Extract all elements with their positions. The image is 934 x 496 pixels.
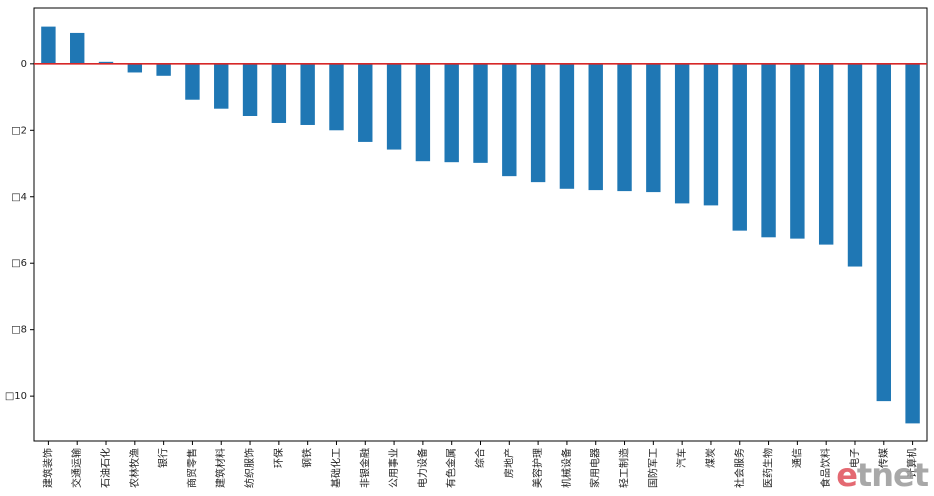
x-tick-label: 商贸零售 [185, 448, 198, 488]
x-tick-label: 石油石化 [99, 448, 112, 488]
bar-5 [156, 63, 171, 76]
x-tick-label: 交通运输 [70, 448, 83, 488]
y-tick-label: 0 [21, 59, 27, 70]
bar-30 [876, 63, 891, 402]
bar-10 [300, 63, 315, 125]
x-tick-label: 电子 [848, 448, 861, 468]
x-tick-label: 建筑材料 [214, 448, 227, 488]
bar-26 [761, 63, 776, 238]
bar-21 [617, 63, 632, 192]
x-tick-label: 国防军工 [646, 448, 659, 488]
bar-23 [674, 63, 690, 204]
y-tick-label: □4 [11, 192, 27, 203]
x-tick-label: 有色金属 [445, 448, 458, 488]
bar-2 [70, 32, 85, 64]
x-tick-label: 轻工制造 [618, 448, 631, 488]
x-tick-label: 环保 [272, 448, 285, 468]
y-tick-label: □6 [11, 258, 27, 269]
x-tick-label: 传媒 [878, 448, 890, 468]
bar-14 [415, 63, 431, 162]
bar-7 [214, 63, 229, 109]
bar-11 [329, 63, 344, 131]
bar-17 [502, 63, 517, 177]
x-axis: 建筑装饰 交通运输 石油石化 农林牧渔 银行 商贸零售 建筑材料 纺织服饰 环保钢铁 基础化工 非银… [41, 441, 919, 488]
bar-19 [559, 63, 575, 189]
x-tick-label: 社会服务 [733, 448, 746, 488]
bar-9 [271, 63, 287, 123]
x-tick-label: 公用事业 [387, 448, 400, 488]
x-tick-label: 家用电器 [589, 448, 602, 488]
bar-12 [358, 63, 373, 142]
x-tick-label: 房地产 [502, 448, 515, 478]
bar-1 [41, 26, 56, 64]
bar-4 [127, 63, 143, 73]
x-tick-label: 建筑装饰 [41, 448, 54, 488]
x-tick-label: 汽车 [675, 448, 688, 468]
x-tick-label: 非银金融 [358, 448, 371, 488]
bars-group [41, 26, 920, 424]
bar-3 [98, 61, 114, 64]
watermark-rest: tnet [856, 456, 929, 494]
bar-22 [646, 63, 661, 193]
x-tick-label: 煤炭 [704, 448, 717, 468]
y-tick-label: □8 [11, 325, 27, 336]
x-tick-label: 纺织服饰 [243, 448, 256, 488]
x-tick-label: 食品饮料 [819, 448, 832, 488]
etnet-watermark-logo: etnet [836, 456, 929, 494]
bar-24 [703, 63, 719, 206]
x-tick-label: 医药生物 [762, 448, 775, 488]
bar-29 [847, 63, 863, 267]
x-tick-label: 美容护理 [531, 448, 544, 488]
bar-25 [732, 63, 747, 231]
y-tick-label: □10 [5, 391, 27, 402]
bar-18 [530, 63, 546, 183]
x-tick-label: 农林牧渔 [128, 448, 141, 488]
x-tick-label: 综合 [474, 448, 487, 468]
x-tick-label: 基础化工 [329, 448, 342, 488]
x-tick-label: 机械设备 [560, 448, 573, 488]
bar-6 [185, 63, 200, 100]
x-tick-label: 银行 [157, 448, 170, 468]
bar-20 [588, 63, 603, 191]
bar-8 [242, 63, 258, 117]
x-tick-label: 钢铁 [301, 448, 314, 468]
bar-31 [905, 63, 920, 424]
bar-13 [386, 63, 402, 150]
y-axis: 0 □2 □4 □6 □8 □10 [5, 59, 34, 402]
bar-16 [473, 63, 488, 163]
x-tick-label: 电力设备 [416, 448, 429, 488]
y-tick-label: □2 [11, 125, 27, 136]
x-tick-label: 通信 [791, 448, 803, 468]
x-tick-label: 计算机 [906, 448, 919, 478]
watermark-prefix: e [836, 456, 858, 494]
bar-15 [444, 63, 459, 163]
bar-28 [818, 63, 834, 245]
bar-27 [790, 63, 805, 239]
